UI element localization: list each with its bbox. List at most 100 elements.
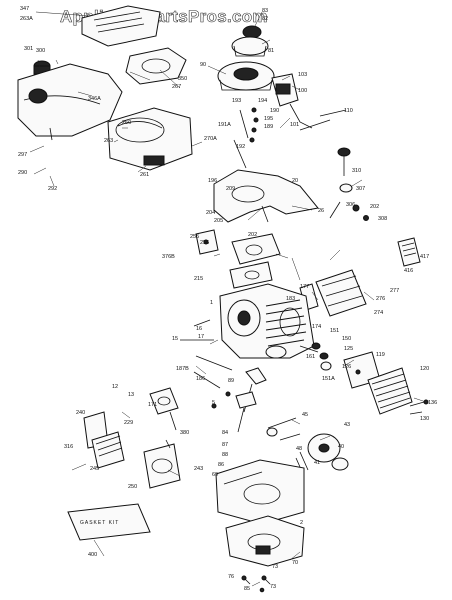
part-label-186: 186 <box>196 376 205 382</box>
part-label-347: 347 <box>20 6 29 12</box>
part-label-84: 84 <box>222 430 228 436</box>
cylinder-block-icon <box>219 283 315 359</box>
part-label-195: 195 <box>264 116 273 122</box>
part-label-267: 267 <box>172 84 181 90</box>
part-label-194: 194 <box>258 98 267 104</box>
part-label-73b: 73 <box>270 584 276 590</box>
part-label-300: 300 <box>36 48 45 54</box>
part-label-346A: 346A <box>88 96 101 102</box>
part-label-40: 40 <box>338 444 344 450</box>
part-label-130: 130 <box>420 416 429 422</box>
part-label-13: 13 <box>128 392 134 398</box>
part-label-73: 73 <box>272 564 278 570</box>
part-label-209: 209 <box>226 186 235 192</box>
part-label-301: 301 <box>24 46 33 52</box>
part-label-70: 70 <box>292 560 298 566</box>
piston-icon <box>265 345 287 359</box>
crankcase-cover-icon <box>225 515 305 567</box>
fuel-tank-icon <box>17 63 123 141</box>
part-label-103: 103 <box>298 72 307 78</box>
part-label-151A: 151A <box>322 376 335 382</box>
carburetor-gasket-icon <box>195 229 219 255</box>
part-label-191A: 191A <box>218 122 231 128</box>
part-label-263A: 263A <box>20 16 33 22</box>
carburetor-icon <box>149 387 179 431</box>
part-label-87: 87 <box>222 442 228 448</box>
screw-icon <box>299 109 347 131</box>
part-label-88: 88 <box>222 452 228 458</box>
drain-plug-icon <box>241 575 271 593</box>
part-label-205: 205 <box>214 218 223 224</box>
key-icon <box>211 391 231 409</box>
part-label-17: 17 <box>198 334 204 340</box>
part-label-81: 81 <box>268 48 274 54</box>
part-label-69: 69 <box>212 472 218 478</box>
part-label-43: 43 <box>344 422 350 428</box>
part-label-276: 276 <box>376 296 385 302</box>
part-label-202: 202 <box>370 204 379 210</box>
part-label-1: 1 <box>210 300 213 306</box>
air-cleaner-box-icon <box>107 107 193 171</box>
part-label-20: 20 <box>292 178 298 184</box>
part-label-297: 297 <box>18 152 27 158</box>
ignition-module-icon <box>271 73 313 129</box>
part-label-308: 308 <box>378 216 387 222</box>
valve-parts-icon <box>266 417 301 441</box>
part-label-240: 240 <box>76 410 85 416</box>
exhaust-port-parts-icon <box>299 342 332 371</box>
part-label-101: 101 <box>290 122 299 128</box>
part-label-192: 192 <box>236 144 245 150</box>
part-label-82: 82 <box>262 16 268 22</box>
part-label-171: 171 <box>148 402 157 408</box>
part-label-16: 16 <box>196 326 202 332</box>
flywheel-icon <box>217 61 275 91</box>
tank-cover-icon <box>81 5 161 47</box>
fuel-tank-cap-icon <box>33 60 51 75</box>
part-label-270A: 270A <box>204 136 217 142</box>
part-label-86: 86 <box>218 462 224 468</box>
part-label-277: 277 <box>390 288 399 294</box>
part-label-229: 229 <box>124 420 133 426</box>
part-label-15: 15 <box>172 336 178 342</box>
part-label-196: 196 <box>208 178 217 184</box>
muffler-icon <box>315 269 367 317</box>
part-label-250: 250 <box>128 484 137 490</box>
part-label-41: 41 <box>314 460 320 466</box>
part-label-76: 76 <box>228 574 234 580</box>
part-label-202b: 202 <box>248 232 257 238</box>
part-label-48: 48 <box>296 446 302 452</box>
part-label-83: 83 <box>262 8 268 14</box>
part-label-416: 416 <box>404 268 413 274</box>
part-label-26: 26 <box>318 208 324 214</box>
part-label-2: 2 <box>300 520 303 526</box>
part-label-417: 417 <box>420 254 429 260</box>
part-label-292: 292 <box>48 186 57 192</box>
part-label-150: 150 <box>342 336 351 342</box>
intake-manifold-icon <box>229 233 281 289</box>
head-bolt-icon <box>409 399 429 415</box>
air-cleaner-cover-icon <box>83 411 125 469</box>
part-label-89: 89 <box>228 378 234 384</box>
part-label-183: 183 <box>286 296 295 302</box>
fuel-bowl-icon <box>143 439 181 489</box>
gasket-kit-box-icon: GASKET KIT <box>67 503 151 541</box>
part-label-119: 119 <box>376 352 385 358</box>
flywheel-nut-icon <box>242 25 262 39</box>
part-label-380: 380 <box>180 430 189 436</box>
part-label-85: 85 <box>244 586 250 592</box>
part-label-45: 45 <box>302 412 308 418</box>
part-label-245: 245 <box>90 466 99 472</box>
part-label-12: 12 <box>112 384 118 390</box>
part-label-120: 120 <box>420 366 429 372</box>
part-label-261: 261 <box>140 172 149 178</box>
starter-cup-icon <box>231 36 269 57</box>
part-label-193: 193 <box>232 98 241 104</box>
muffler-guard-icon <box>397 237 421 267</box>
part-label-174: 174 <box>312 324 321 330</box>
part-label-5: 5 <box>212 400 215 406</box>
part-label-306: 306 <box>346 202 355 208</box>
part-label-187B: 187B <box>176 366 189 372</box>
leader-lines <box>29 11 427 587</box>
